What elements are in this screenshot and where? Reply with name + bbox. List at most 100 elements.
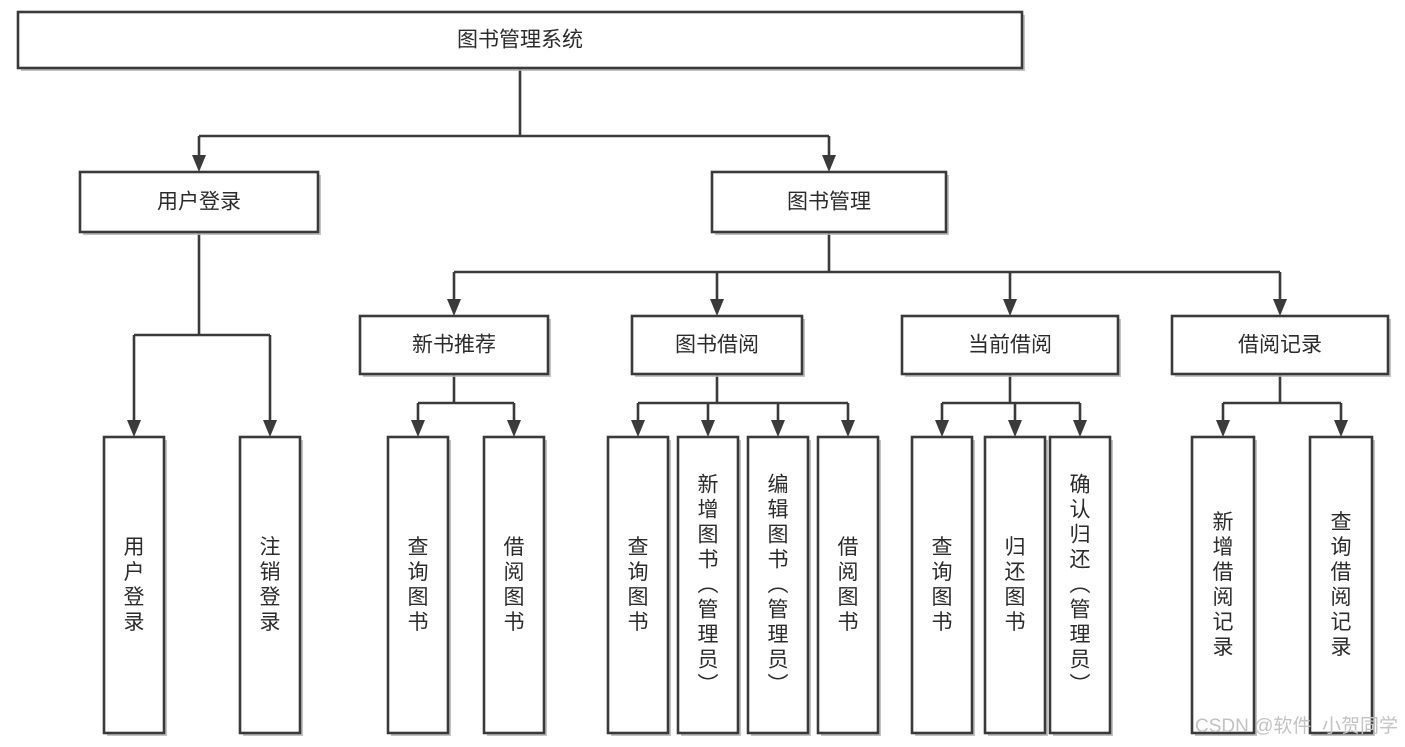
node-label-char: 书 xyxy=(838,611,859,634)
node-label: 新书推荐 xyxy=(412,334,496,357)
node-label-char: 图 xyxy=(698,524,719,547)
node-user-login-do[interactable]: 用户登录 xyxy=(102,435,167,736)
arrow-head xyxy=(263,420,277,437)
node-label-char: ︵ xyxy=(768,574,789,597)
node-box[interactable] xyxy=(746,435,810,735)
arrow-head xyxy=(771,420,785,437)
node-label-char: 注 xyxy=(260,536,281,559)
node-label-char: 书 xyxy=(1005,611,1026,634)
node-label-char: 书 xyxy=(698,549,719,572)
node-label-char: 书 xyxy=(768,549,789,572)
node-label-char: 员 xyxy=(698,649,719,672)
node-label-char: 借 xyxy=(1213,561,1234,584)
node-label-char: 图 xyxy=(628,586,649,609)
node-label-char: 登 xyxy=(260,586,281,609)
arrow-head xyxy=(1003,299,1017,316)
node-label-char: 询 xyxy=(628,561,649,584)
node-box[interactable] xyxy=(358,314,550,376)
node-label-char: 登 xyxy=(124,586,145,609)
node-label-char: 管 xyxy=(1070,599,1091,622)
node-label-char: 图 xyxy=(838,586,859,609)
node-label-char: 管 xyxy=(768,599,789,622)
node-box[interactable] xyxy=(816,435,880,735)
node-label-char: 图 xyxy=(932,586,953,609)
node-box[interactable] xyxy=(630,314,804,376)
node-box[interactable] xyxy=(1190,435,1256,735)
node-label-char: 图 xyxy=(504,586,525,609)
node-box[interactable] xyxy=(16,10,1024,70)
node-label-char: 员 xyxy=(768,649,789,672)
node-box[interactable] xyxy=(482,435,546,735)
node-box[interactable] xyxy=(900,314,1120,376)
node-current-borrow[interactable]: 当前借阅 xyxy=(900,314,1121,377)
node-box[interactable] xyxy=(606,435,670,735)
node-box[interactable] xyxy=(102,435,166,735)
node-box[interactable] xyxy=(78,170,320,234)
node-borrow-record[interactable]: 借阅记录 xyxy=(1170,314,1391,377)
node-label-char: 确 xyxy=(1070,474,1091,497)
node-label-char: 户 xyxy=(124,561,145,584)
node-label: 图书管理系统 xyxy=(457,29,583,52)
node-label-char: 查 xyxy=(1331,511,1352,534)
node-label-char: 理 xyxy=(698,624,719,647)
node-box[interactable] xyxy=(238,435,302,735)
node-root[interactable]: 图书管理系统 xyxy=(16,10,1025,71)
node-label-char: 录 xyxy=(1331,636,1352,659)
node-label-char: 借 xyxy=(1331,561,1352,584)
node-label-char: 书 xyxy=(628,611,649,634)
node-label: 当前借阅 xyxy=(968,334,1052,357)
node-box[interactable] xyxy=(910,435,974,735)
node-label-char: 借 xyxy=(838,536,859,559)
node-label-char: 询 xyxy=(408,561,429,584)
arrow-head xyxy=(841,420,855,437)
node-label-char: 记 xyxy=(1213,611,1234,634)
node-new-book-recommend[interactable]: 新书推荐 xyxy=(358,314,551,377)
node-label-char: ︶ xyxy=(768,674,789,697)
node-label-char: 还 xyxy=(1070,549,1091,572)
node-label-char: 图 xyxy=(408,586,429,609)
node-label-char: 询 xyxy=(1331,536,1352,559)
node-label-char: 查 xyxy=(408,536,429,559)
node-book-borrow[interactable]: 图书借阅 xyxy=(630,314,805,377)
node-label-char: 归 xyxy=(1070,524,1091,547)
node-label-char: 书 xyxy=(408,611,429,634)
node-label-char: 阅 xyxy=(504,561,525,584)
node-label-char: ︶ xyxy=(698,674,719,697)
node-box[interactable] xyxy=(983,435,1047,735)
node-user-login[interactable]: 用户登录 xyxy=(78,170,321,235)
arrow-head xyxy=(822,155,836,172)
node-box[interactable] xyxy=(1048,435,1112,735)
node-box[interactable] xyxy=(676,435,740,735)
node-label-char: 理 xyxy=(768,624,789,647)
node-box[interactable] xyxy=(1308,435,1374,735)
arrow-head xyxy=(192,155,206,172)
node-label-char: 书 xyxy=(932,611,953,634)
watermark-label: CSDN @软件_小贺同学 xyxy=(1195,715,1398,737)
arrow-head xyxy=(1273,299,1287,316)
node-label-char: 查 xyxy=(628,536,649,559)
node-box[interactable] xyxy=(710,170,948,234)
node-label-char: ︶ xyxy=(1070,674,1091,697)
node-label-char: 记 xyxy=(1331,611,1352,634)
node-book-manage[interactable]: 图书管理 xyxy=(710,170,949,235)
node-label-char: 增 xyxy=(698,499,719,522)
node-label-char: 编 xyxy=(768,474,789,497)
node-label-char: 书 xyxy=(504,611,525,634)
node-label-char: 录 xyxy=(124,611,145,634)
node-box[interactable] xyxy=(1170,314,1390,376)
nodes-layer: 图书管理系统用户登录用户登录注销登录图书管理新书推荐查询图书借阅图书图书借阅查询… xyxy=(16,10,1391,736)
node-box[interactable] xyxy=(386,435,450,735)
